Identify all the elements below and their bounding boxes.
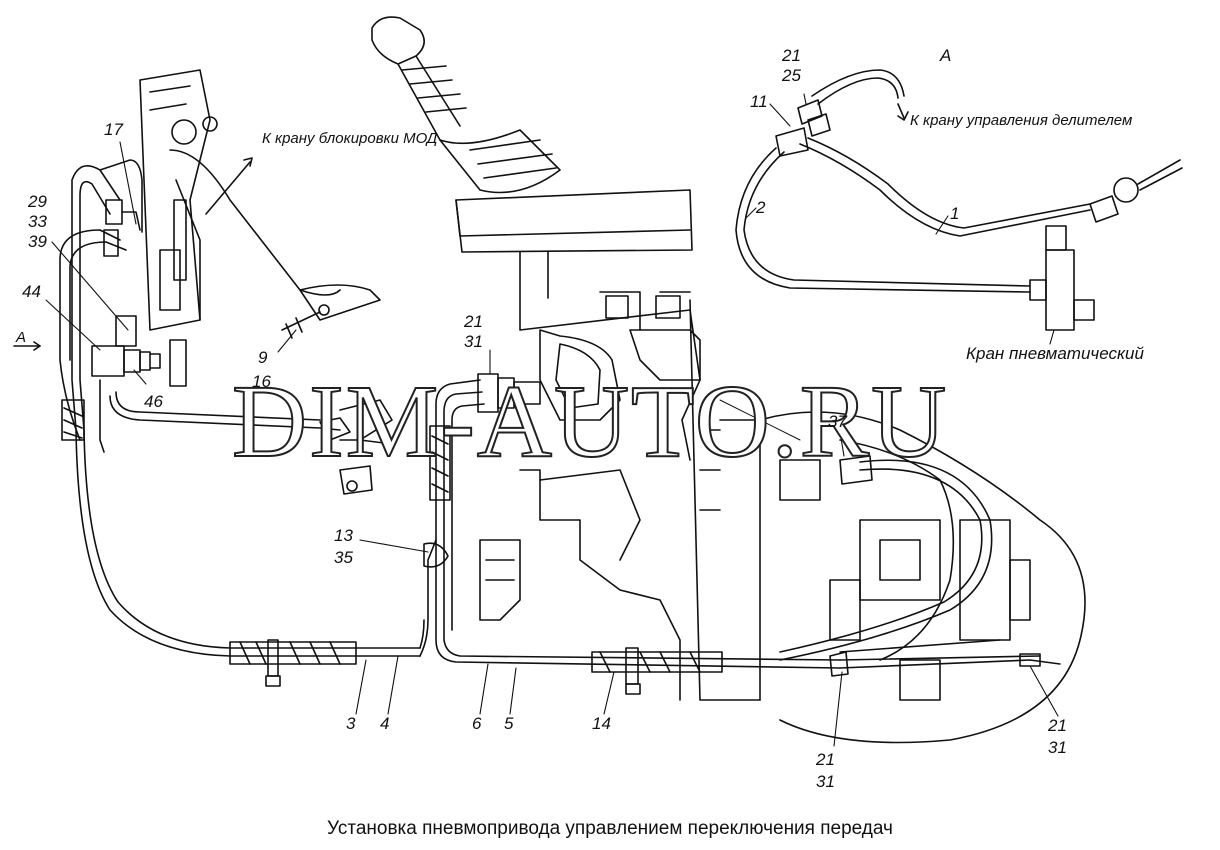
callout-11: 11	[750, 92, 768, 111]
callout-37: 37	[828, 412, 847, 431]
callout-31-center: 31	[464, 332, 483, 351]
gearbox-housing	[479, 251, 1086, 744]
callout-44: 44	[22, 282, 41, 301]
callout-1: 1	[950, 204, 960, 223]
callout-3: 3	[346, 714, 356, 733]
leader-lines	[45, 93, 1059, 747]
callout-4: 4	[380, 714, 390, 733]
tubes-21-31-center	[419, 373, 841, 669]
view-marker-a: A	[16, 329, 27, 346]
callout-13: 13	[334, 526, 353, 545]
callout-2: 2	[756, 198, 766, 217]
callout-31-bottom: 31	[816, 772, 835, 791]
callout-21-center: 21	[464, 312, 483, 331]
callout-14: 14	[592, 714, 611, 733]
clamps-bottom	[229, 639, 723, 695]
callout-35: 35	[334, 548, 353, 567]
view-a-detail	[735, 69, 1183, 331]
view-title-a: A	[940, 46, 952, 65]
callout-17: 17	[104, 120, 123, 139]
callout-46: 46	[144, 392, 163, 411]
callout-33: 33	[28, 212, 47, 231]
callout-25: 25	[782, 66, 801, 85]
callout-21-view-a: 21	[782, 46, 801, 65]
callout-6: 6	[472, 714, 482, 733]
callout-16: 16	[252, 372, 271, 391]
callout-39: 39	[28, 232, 47, 251]
callout-21-bottom: 21	[816, 750, 835, 769]
tube-to-mid-valve	[109, 391, 393, 495]
left-tube-bundle	[59, 159, 421, 657]
right-tubes	[779, 455, 1061, 677]
callout-9: 9	[258, 348, 268, 367]
valve-9	[281, 304, 330, 339]
arrows	[13, 103, 909, 351]
pedal-assembly	[139, 69, 381, 331]
valve-44-46	[91, 199, 187, 387]
annotation-pneumatic-valve: Кран пневматический	[966, 344, 1144, 363]
annotation-to-divider-valve: К крану управления делителем	[910, 112, 1133, 129]
gear-lever	[371, 16, 693, 253]
callout-31-right: 31	[1048, 738, 1067, 757]
callout-21-right: 21	[1048, 716, 1067, 735]
callout-29: 29	[28, 192, 47, 211]
annotation-to-mod-lock-valve: К крану блокировки МОД	[262, 130, 438, 147]
callout-5: 5	[504, 714, 514, 733]
diagram-caption: Установка пневмопривода управлением пере…	[327, 818, 893, 839]
